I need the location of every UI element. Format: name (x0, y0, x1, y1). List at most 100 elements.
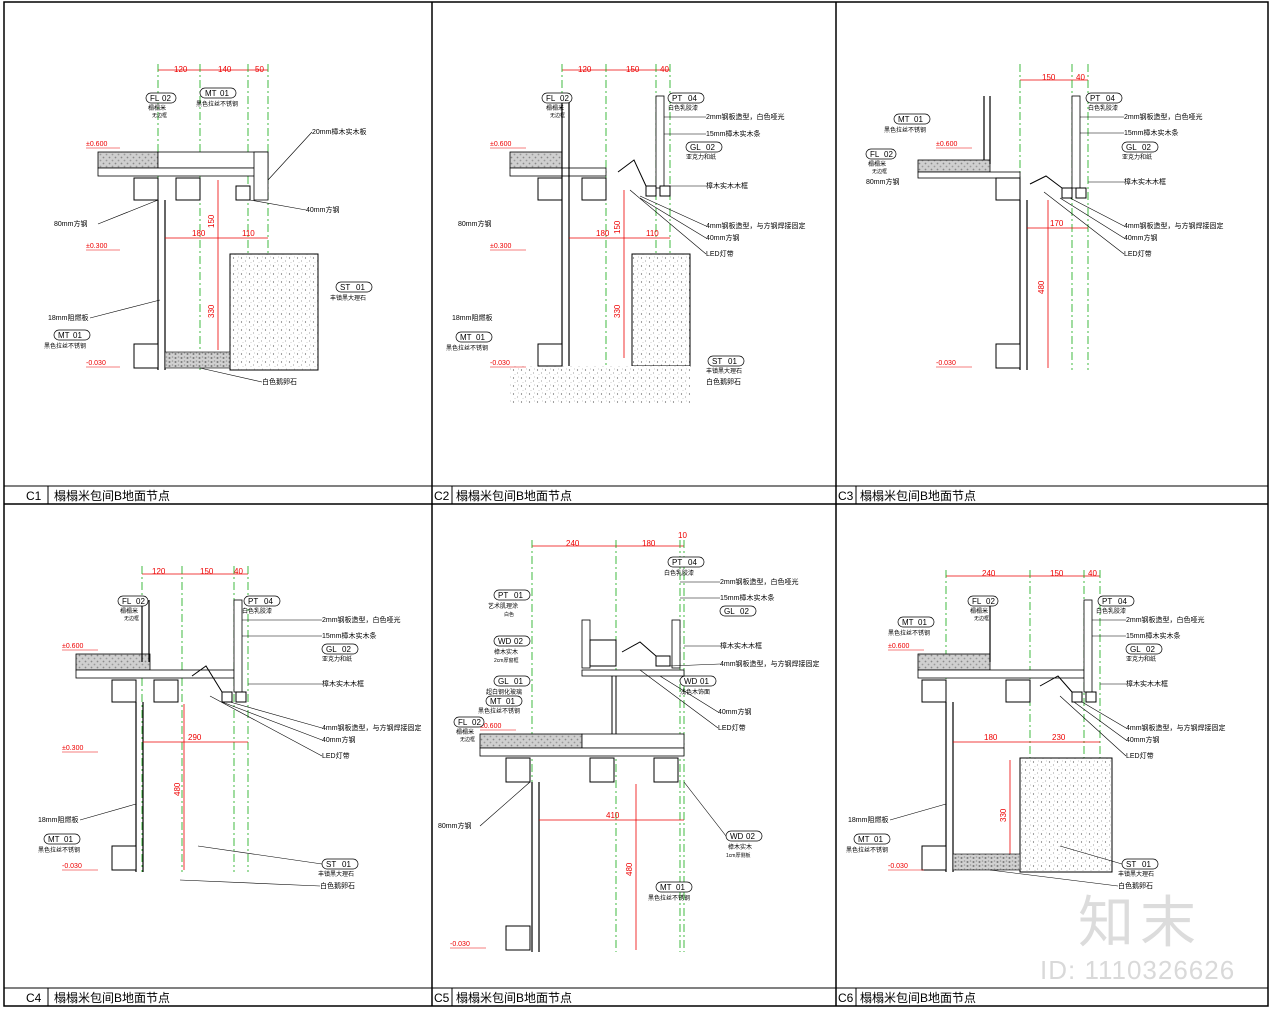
note: LED灯带 (706, 249, 734, 258)
note: 15mm樟木实木条 (1126, 631, 1180, 640)
note: 40mm方钢 (322, 735, 355, 744)
tag-desc: 榻榻米 (546, 104, 564, 112)
tag-code: ST (1126, 860, 1136, 869)
tag-desc: 榻榻米 (120, 607, 138, 615)
tag-code: GL (690, 143, 701, 152)
level-2: ±0.300 (62, 745, 83, 752)
tag-num: 01 (514, 591, 523, 600)
tag-code: GL (1130, 645, 1141, 654)
note: 白色鹅卵石 (320, 881, 355, 890)
note: 4mm钢板造型，与方钢焊接固定 (706, 221, 806, 230)
tag-code: PT (1090, 94, 1100, 103)
dim-mid-1: 180 (984, 733, 998, 742)
level-1: ±0.600 (888, 643, 909, 650)
tag-desc: 榻榻米 (456, 728, 474, 736)
tag-code: PT (248, 597, 258, 606)
tag-num: 01 (914, 115, 923, 124)
note: 4mm钢板造型，与方钢焊接固定 (720, 659, 820, 668)
note: 樟木实木木框 (720, 641, 762, 650)
tag-desc: 白色乳胶漆 (1088, 104, 1118, 112)
dim-top-1: 120 (152, 567, 166, 576)
tag-desc: 黑色拉丝不锈钢 (196, 100, 238, 108)
note: 18mm阻燃板 (48, 313, 88, 322)
tag-desc: 榻榻米 (148, 104, 166, 112)
panel-title: 榻榻米包间B地面节点 (860, 991, 976, 1005)
tag-num: 02 (560, 94, 569, 103)
note: 白色鹅卵石 (1118, 881, 1153, 890)
note: 4mm钢板造型，与方钢焊接固定 (1124, 221, 1224, 230)
tag-desc: 白色乳胶漆 (242, 607, 272, 615)
note: 2mm钢板造型，白色哑光 (706, 112, 785, 121)
note: 4mm钢板造型，与方钢焊接固定 (322, 723, 422, 732)
tag-num: 01 (676, 883, 685, 892)
tag-num: 01 (356, 283, 365, 292)
dim-mid-1: 180 (192, 229, 206, 238)
tag-code: FL (458, 718, 468, 727)
tag-sub: 无边框 (974, 615, 989, 622)
tag-desc: 亚克力和纸 (686, 153, 716, 161)
level-1: ±0.600 (936, 141, 957, 148)
tag-desc: 樟木实木 (494, 648, 518, 656)
dim-vert-2: 330 (207, 304, 216, 318)
note: 15mm樟木实木条 (706, 129, 760, 138)
tag-num: 02 (1146, 645, 1155, 654)
level-1: ±0.600 (86, 141, 107, 148)
tag-desc: 黑色拉丝不锈钢 (648, 894, 690, 902)
tag-desc: 黑色拉丝不锈钢 (478, 707, 520, 715)
tag-num: 01 (700, 677, 709, 686)
tag-code: PT (672, 558, 682, 567)
tag-num: 04 (688, 94, 697, 103)
tag-desc: 黑色拉丝不锈钢 (888, 629, 930, 637)
tag-sub: 白色 (504, 611, 514, 618)
tag-num: 04 (264, 597, 273, 606)
tag-code: MT (205, 89, 217, 98)
tag-code: FL (150, 94, 160, 103)
tag-desc: 榻榻米 (970, 607, 988, 615)
tag-num: 01 (476, 333, 485, 342)
note: LED灯带 (718, 723, 746, 732)
dim-top-3: 50 (255, 65, 264, 74)
dim-vert-1: 150 (207, 214, 216, 228)
tag-desc: 榻榻米 (868, 160, 886, 168)
tag-sub: 2cm厚窗框 (494, 657, 518, 664)
note: 4mm钢板造型，与方钢焊接固定 (1126, 723, 1226, 732)
level-3: -0.030 (86, 360, 106, 367)
tag-num: 02 (740, 607, 749, 616)
note: LED灯带 (1126, 751, 1154, 760)
panel-title: 榻榻米包间B地面节点 (54, 489, 170, 503)
panel-code: C3 (838, 489, 854, 503)
note: 2mm钢板造型，白色哑光 (720, 577, 799, 586)
dim-mid-1: 180 (596, 229, 610, 238)
tag-desc: 黑色拉丝不锈钢 (38, 846, 80, 854)
tag-sub: 无边框 (460, 736, 475, 743)
dim-vert-2: 330 (613, 304, 622, 318)
watermark-id: ID: 1110326626 (1040, 955, 1236, 985)
tag-code: MT (898, 115, 910, 124)
tag-num: 02 (1142, 143, 1151, 152)
tag-num: 02 (162, 94, 171, 103)
tag-desc: 亚克力和纸 (322, 655, 352, 663)
dim-mid-2: 110 (242, 229, 255, 238)
note: 15mm樟木实木条 (720, 593, 774, 602)
tag-num: 01 (342, 860, 351, 869)
note: 80mm方钢 (866, 177, 899, 186)
note: 40mm方钢 (306, 205, 339, 214)
tag-num: 04 (1106, 94, 1115, 103)
tag-num: 02 (706, 143, 715, 152)
note: 樟木实木木框 (706, 181, 748, 190)
tag-desc: 白色乳胶漆 (664, 569, 694, 577)
tag-code: MT (858, 835, 870, 844)
panel-c3: C3 榻榻米包间B地面节点 150 40 170 480 ±0.600 -0.0… (836, 64, 1268, 504)
level-2: -0.030 (936, 360, 956, 367)
note: 18mm阻燃板 (848, 815, 888, 824)
note: LED灯带 (1124, 249, 1152, 258)
tag-desc: 黑色拉丝不锈钢 (44, 342, 86, 350)
tag-sub: 无边框 (872, 168, 887, 175)
tag-code: MT (902, 618, 914, 627)
tag-num: 01 (1142, 860, 1151, 869)
tag-desc: 白色乳胶漆 (668, 104, 698, 112)
note: 80mm方钢 (458, 219, 491, 228)
note: 40mm方钢 (1126, 735, 1159, 744)
dim-vert-1: 480 (173, 782, 182, 796)
